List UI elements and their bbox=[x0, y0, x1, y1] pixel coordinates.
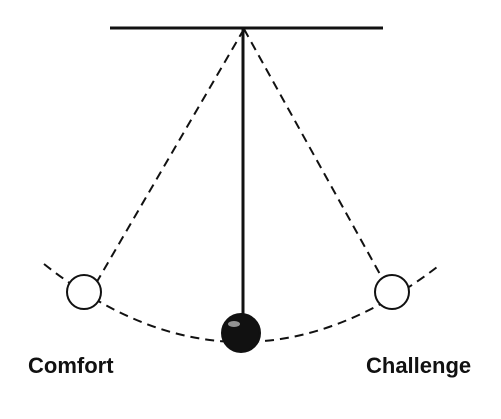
center-bob-highlight bbox=[228, 321, 240, 327]
center-bob-solid bbox=[221, 313, 261, 353]
left-string-dashed bbox=[94, 28, 245, 286]
right-string-dashed bbox=[243, 28, 387, 286]
left-bob-hollow bbox=[66, 274, 102, 310]
comfort-label: Comfort bbox=[28, 353, 114, 378]
challenge-label: Challenge bbox=[366, 353, 472, 378]
right-bob-hollow bbox=[374, 274, 410, 310]
